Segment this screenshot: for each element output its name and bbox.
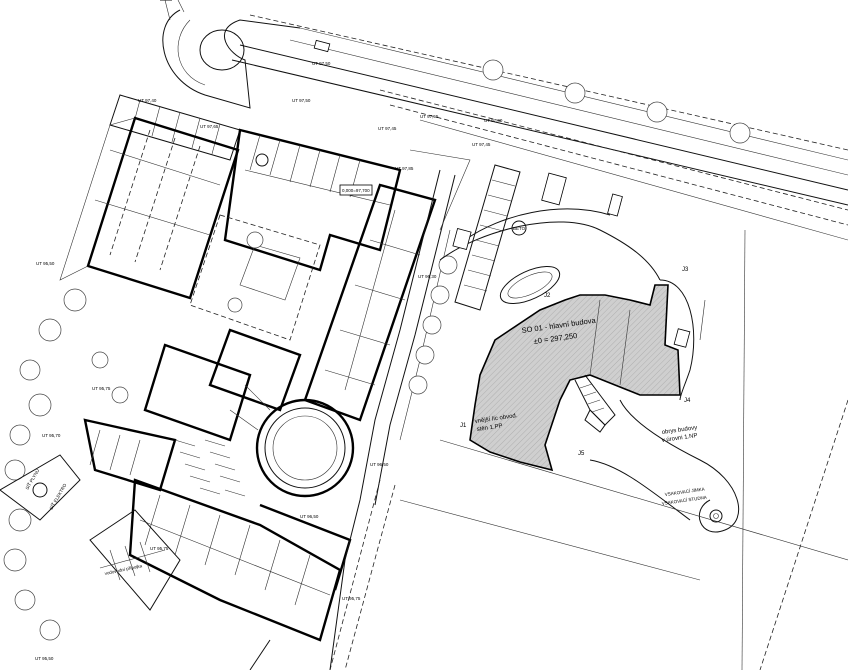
school-building-north-wing (223, 128, 402, 272)
school-building-east-wing (303, 183, 437, 422)
ut-level: UT 95,75 (342, 596, 361, 601)
ut-level: UT 97,45 (378, 126, 397, 131)
ut-level: UT 97,85 (395, 166, 414, 171)
outline-1np-line2: v úrovni 1.NP (661, 433, 698, 444)
amphitheatre (229, 384, 355, 498)
ut-level: UT 95,70 (42, 433, 61, 438)
parking-strip-nw (109, 94, 241, 161)
trees-west (3, 231, 264, 641)
ut-level: UT 96,30 (418, 274, 437, 279)
atrium-furniture (174, 439, 246, 497)
school-building-south-wing (128, 478, 352, 642)
retention-label: VSAKOVACÍ JÍMKA (664, 485, 705, 497)
ut-level: UT 97,45 (472, 142, 491, 147)
ut-level: UT 95,75 (92, 386, 111, 391)
sports-hall (59, 116, 240, 300)
ut-level: UT 96,50 (300, 514, 319, 519)
road-equipment (313, 39, 691, 348)
point-j5: J5 (578, 451, 585, 457)
point-j1: J1 (460, 423, 467, 429)
garden-ellipse (499, 220, 561, 305)
parking-label: BETO (513, 226, 526, 231)
ut-level: UT 97,40 (484, 118, 503, 123)
point-j4: J4 (684, 398, 691, 404)
ut-level: UT 96,50 (370, 462, 389, 467)
ut-level: UT 97,50 (292, 98, 311, 103)
ut-level: UT 95,75 (150, 546, 169, 551)
outline-1pp-line2: stěn 1.PP (476, 423, 503, 433)
point-j3: J3 (682, 267, 689, 273)
ut-level: UT 95,50 (35, 656, 54, 661)
outline-1pp-line1: vnější líc obvod. (474, 413, 518, 425)
ut-level: UT 97,50 (312, 61, 331, 66)
site-paths (329, 149, 471, 670)
road-north (160, 0, 848, 241)
parking-bays-east (454, 164, 521, 311)
point-j2: J2 (544, 293, 551, 299)
main-building-so01 (469, 284, 681, 472)
footpaths-east (399, 208, 848, 581)
trees-center (408, 59, 751, 395)
outline-1np-line1: obrys budovy (661, 425, 697, 436)
courtyard (189, 214, 321, 341)
main-building-stair (574, 374, 616, 433)
side-label-gas: SÍŤ PLYNU (23, 467, 41, 490)
ut-level: UT 97,40 (138, 98, 157, 103)
ut-level: UT 95,50 (36, 261, 55, 266)
southwest-area (0, 454, 271, 670)
ut-level: UT 97,55 (420, 114, 439, 119)
height-box-label: 0,000=97,700 (342, 188, 370, 193)
property-boundary-east (699, 229, 848, 670)
ut-level: UT 97,65 (200, 124, 219, 129)
